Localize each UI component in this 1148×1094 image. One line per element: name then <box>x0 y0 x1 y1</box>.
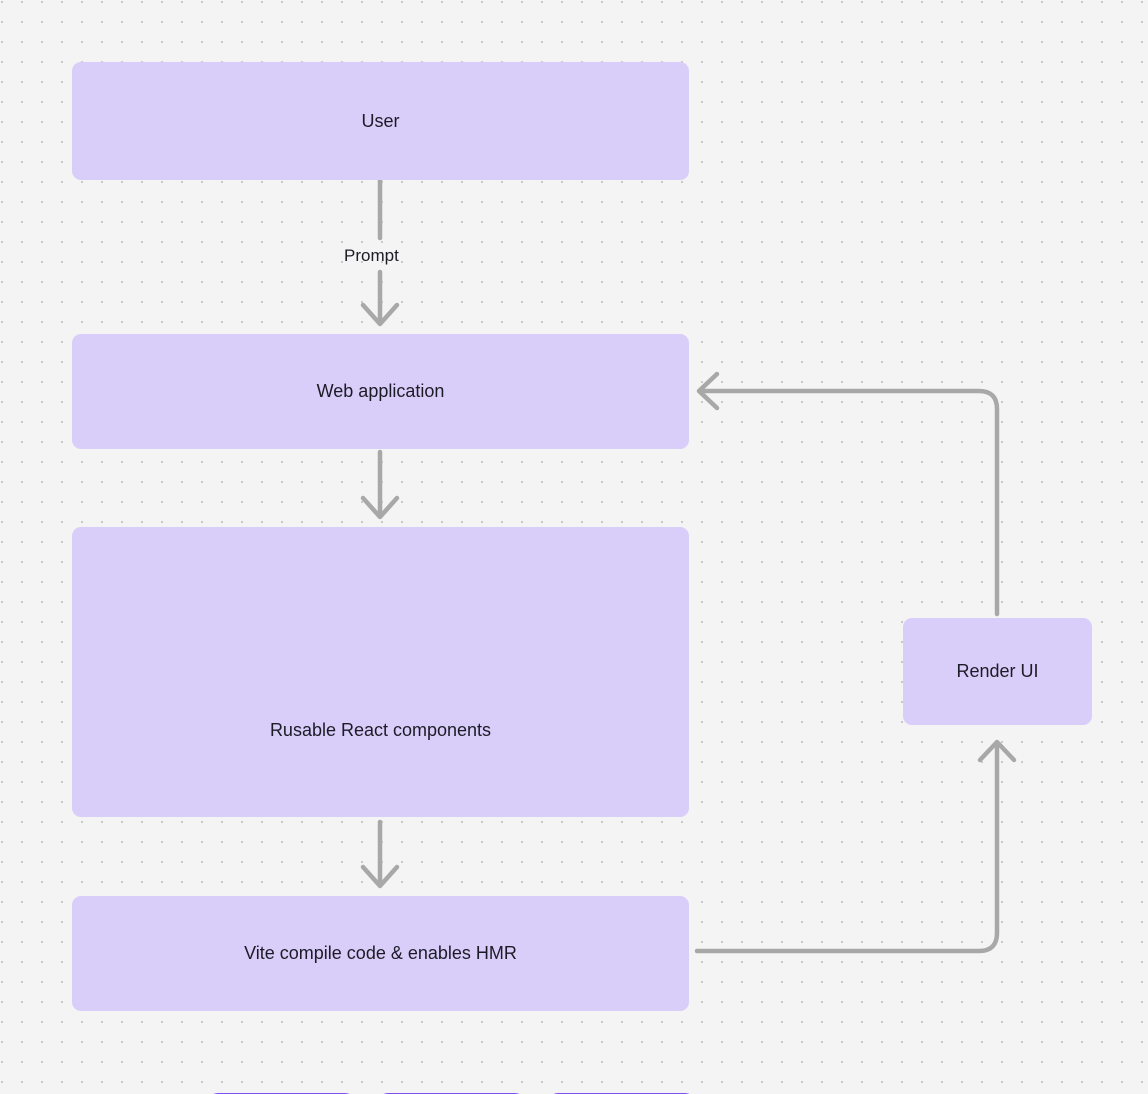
node-user[interactable]: User <box>72 62 689 180</box>
edge-vite-to-render <box>694 739 1017 954</box>
node-user-label: User <box>361 110 400 131</box>
node-vite-label: Vite compile code & enables HMR <box>244 943 517 964</box>
edge-webapp-to-components <box>360 449 400 520</box>
node-render-ui[interactable]: Render UI <box>903 618 1092 725</box>
edge-label-prompt: Prompt <box>344 246 399 265</box>
node-components-group[interactable]: HTML = structure CSS = Styles & Layouts … <box>72 527 695 1094</box>
edge-components-to-vite <box>360 819 400 889</box>
node-components-group-label: Rusable React components <box>269 720 492 740</box>
edge-render-to-webapp <box>696 371 1000 617</box>
node-vite[interactable]: Vite compile code & enables HMR <box>72 896 689 1011</box>
node-render-ui-label: Render UI <box>956 661 1039 682</box>
node-web-application[interactable]: Web application <box>72 334 689 449</box>
node-web-application-label: Web application <box>316 381 445 402</box>
